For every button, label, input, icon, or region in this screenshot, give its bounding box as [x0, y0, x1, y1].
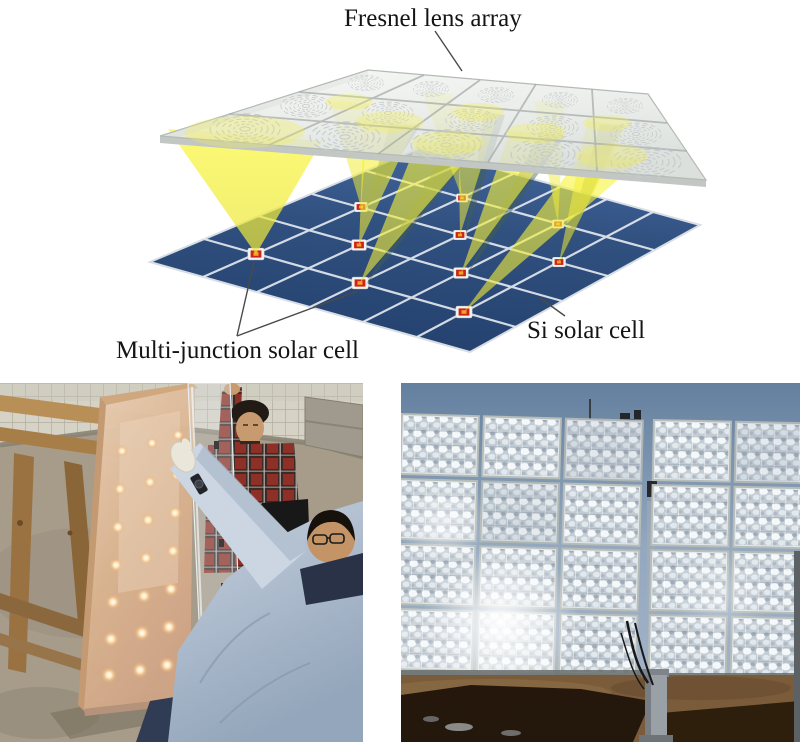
leader-lines [236, 30, 566, 337]
side-pole [794, 551, 800, 742]
fresnel-lens-array [159, 69, 708, 187]
diagram-svg [146, 30, 708, 354]
wristwatch [190, 473, 208, 495]
label-si-solar-cell: Si solar cell [527, 317, 646, 344]
white-glove [170, 438, 196, 473]
foreground-worker [136, 438, 363, 742]
photo-lens-assembly [0, 383, 363, 742]
label-multi-junction-solar-cell: Multi-junction solar cell [116, 337, 360, 364]
lens-yellow-tint [185, 94, 648, 168]
head [307, 515, 355, 563]
cpv-wing-right [647, 418, 800, 680]
focused-light-spots [101, 429, 184, 683]
collar [300, 553, 363, 605]
raised-sleeve [170, 443, 306, 589]
photo-cpv-array-field [401, 383, 800, 742]
photo-right-svg [401, 383, 800, 742]
hair [307, 510, 355, 541]
sun-glare [421, 543, 581, 703]
cpv-concept-diagram [146, 30, 708, 354]
fresnel-lens-panel [78, 383, 198, 716]
glasses [312, 533, 345, 545]
concrete-step [304, 396, 363, 458]
label-fresnel-lens-array: Fresnel lens array [344, 5, 522, 32]
cables [620, 620, 654, 690]
pedestal [639, 669, 673, 742]
blue-shirt [168, 501, 363, 742]
photo-left-svg [0, 383, 363, 742]
